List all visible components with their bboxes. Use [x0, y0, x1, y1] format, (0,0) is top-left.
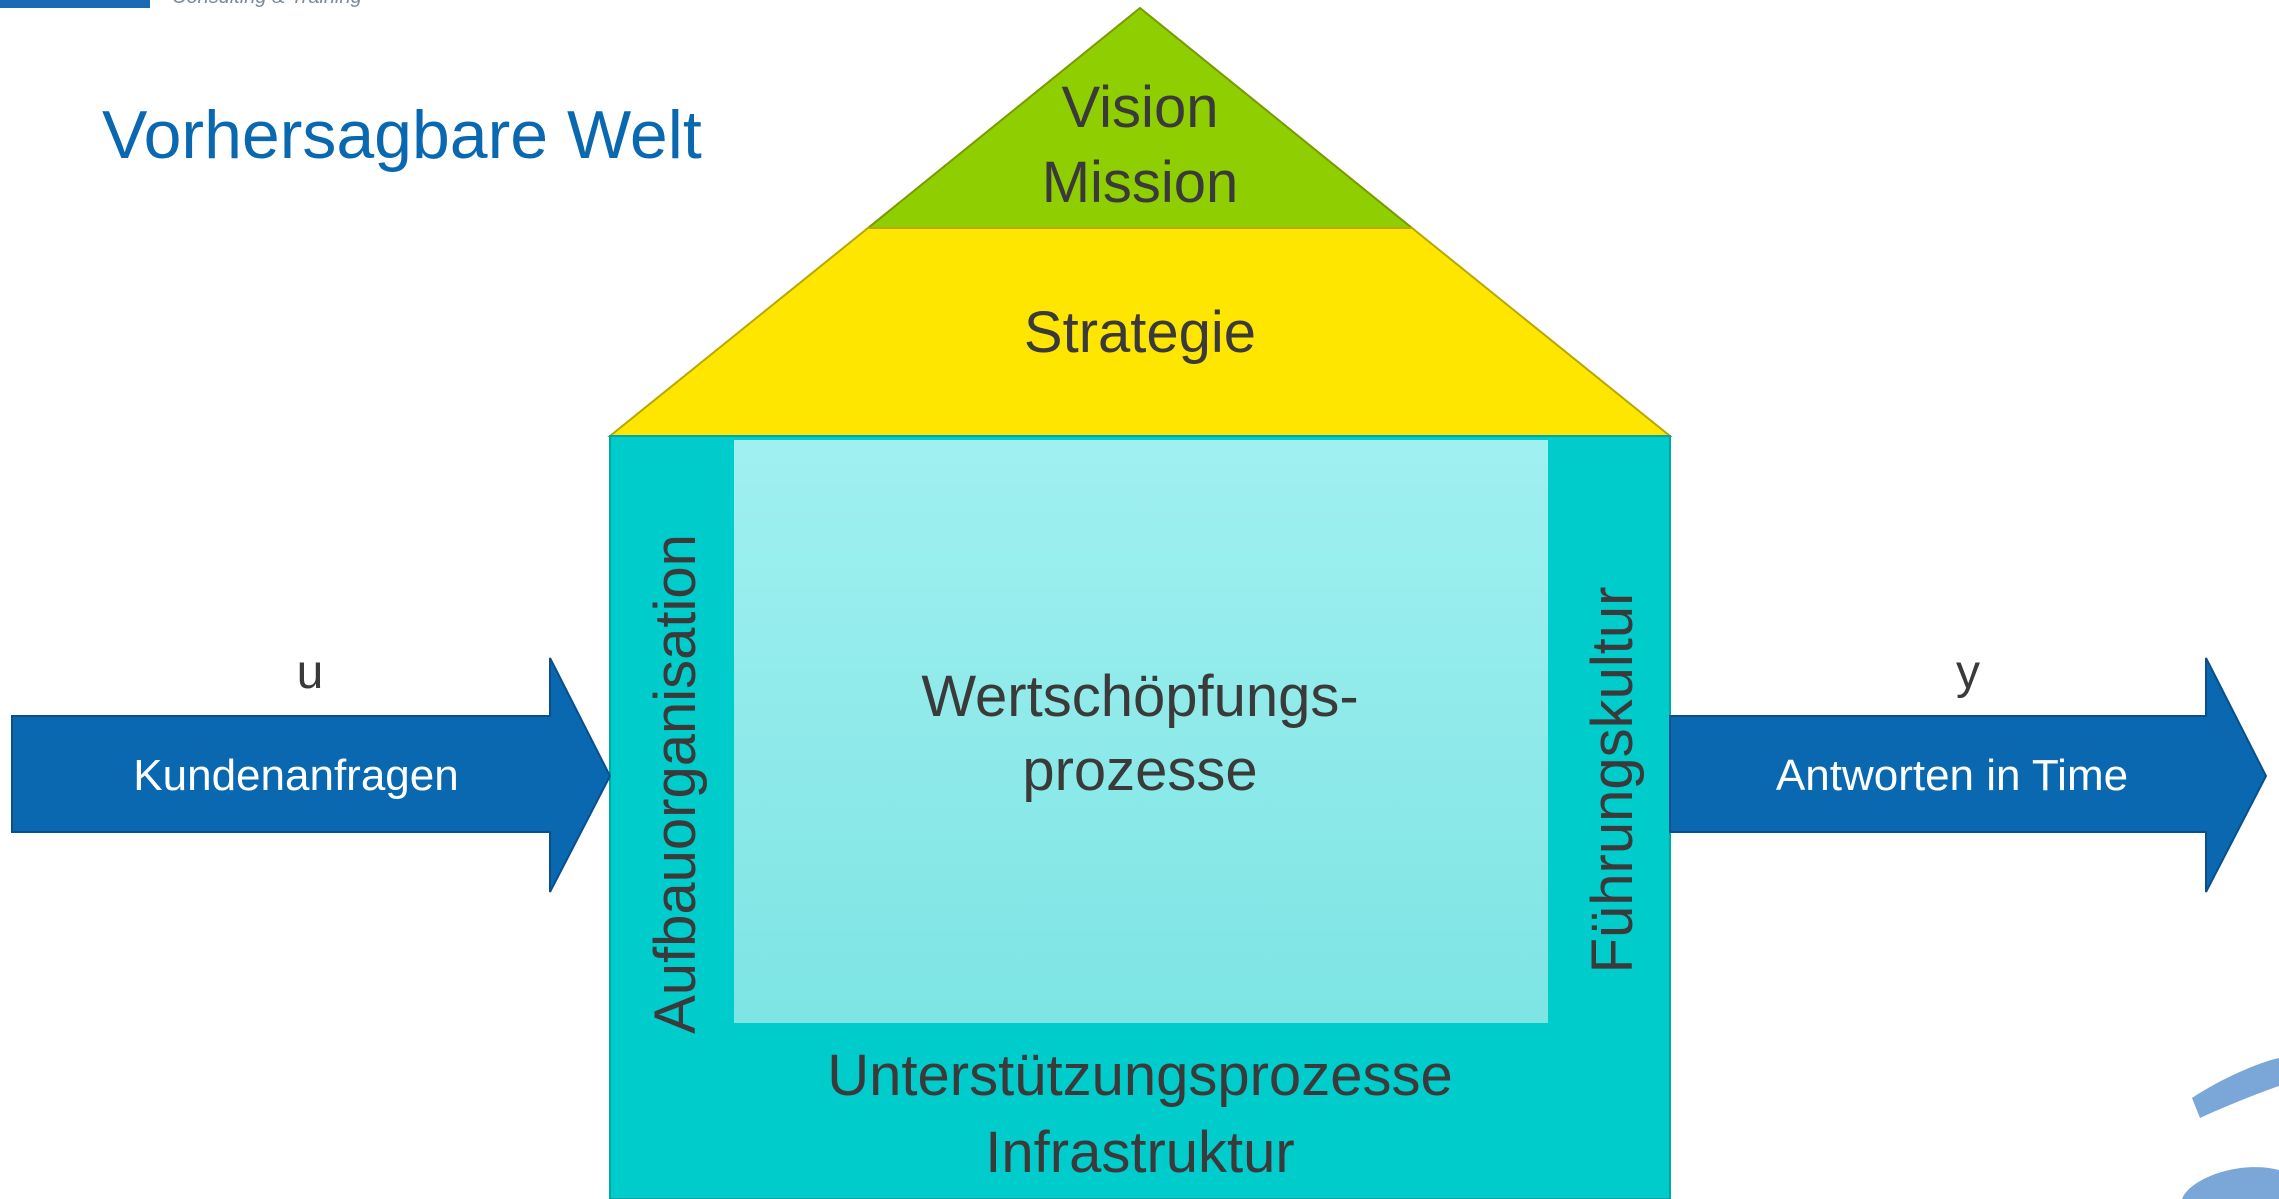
input-label: Kundenanfragen — [133, 751, 458, 800]
logo-mark — [0, 0, 150, 8]
logo-text: Consulting & Training — [172, 0, 362, 9]
roof-vision-text: Vision — [1062, 75, 1219, 140]
roof-strategy-text: Strategie — [1024, 300, 1256, 365]
value-process-box — [734, 440, 1548, 1023]
right-pillar-text: Führungskultur — [1580, 587, 1645, 974]
output-symbol: y — [1956, 646, 1980, 699]
base-text-line1: Unterstützungsprozesse — [827, 1043, 1452, 1108]
left-pillar-text: Aufbauorganisation — [643, 534, 708, 1034]
center-text-line2: prozesse — [1022, 738, 1257, 803]
base-text-line2: Infrastruktur — [985, 1120, 1294, 1185]
decorative-swoosh — [2192, 1058, 2279, 1118]
roof-mission-text: Mission — [1042, 150, 1239, 215]
logo: Consulting & Training — [0, 0, 420, 14]
output-arrow — [1669, 657, 2268, 893]
center-text-line1: Wertschöpfungs- — [921, 664, 1358, 729]
input-symbol: u — [297, 646, 324, 699]
decorative-circle — [2182, 1167, 2279, 1199]
output-label: Antworten in Time — [1776, 751, 2128, 800]
page-title: Vorhersagbare Welt — [102, 97, 702, 173]
input-arrow — [11, 657, 612, 893]
